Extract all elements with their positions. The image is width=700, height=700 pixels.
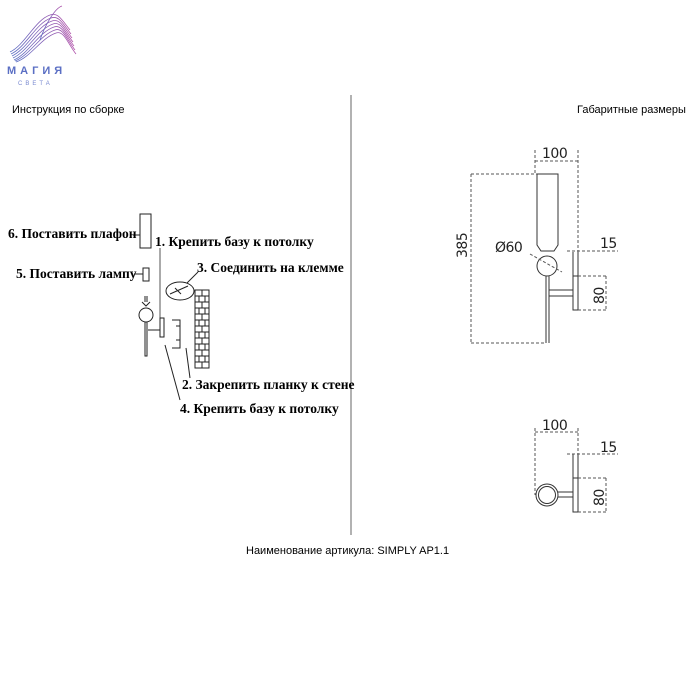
side-dim-width: 100 <box>542 418 568 434</box>
step-5-label: 5. Поставить лампу <box>16 266 137 281</box>
logo-subtitle: СВЕТА <box>18 81 53 87</box>
step-6-label: 6. Поставить плафон <box>8 226 137 241</box>
logo-waves-icon <box>9 5 77 63</box>
dim-width: 100 <box>542 146 568 162</box>
dimensions-title: Габаритные размеры <box>577 104 686 116</box>
brick-wall-icon <box>194 289 210 369</box>
logo-title: МАГИЯ <box>7 65 67 77</box>
side-dim-plate-height: 80 <box>592 489 608 506</box>
step-2-label: 2. Закрепить планку к стене <box>182 377 355 392</box>
article-name: Наименование артикула: SIMPLY AP1.1 <box>246 545 450 557</box>
step-3-label: 3. Соединить на клемме <box>197 260 344 275</box>
step-1-label: 1. Крепить базу к потолку <box>155 234 314 249</box>
side-view-drawing <box>534 428 618 513</box>
assembly-title: Инструкция по сборке <box>12 104 125 116</box>
dim-height: 385 <box>455 232 471 258</box>
dim-plate-depth: 15 <box>600 236 617 252</box>
step-4-label: 4. Крепить базу к потолку <box>180 401 339 416</box>
assembly-diagram <box>133 213 210 401</box>
dim-plate-height: 80 <box>592 287 608 304</box>
dim-diameter: Ø60 <box>495 240 523 256</box>
side-dim-plate-depth: 15 <box>600 440 617 456</box>
front-view-drawing <box>470 150 618 344</box>
